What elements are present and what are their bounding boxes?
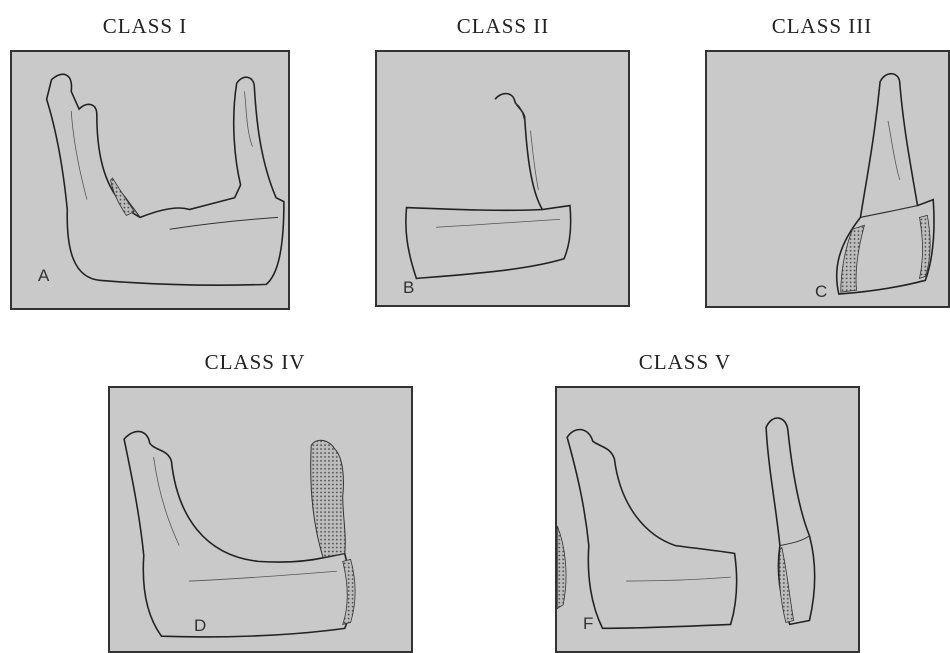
panel-letter-c: C [815, 282, 827, 302]
panel-letter-d: D [194, 616, 206, 636]
panel-letter-b: B [403, 278, 414, 298]
panel-title-class-v: CLASS V [639, 350, 731, 375]
mandible-illustration-class-iii [707, 52, 948, 306]
panel-class-iii: C [705, 50, 950, 308]
panel-title-class-i: CLASS I [103, 14, 188, 39]
panel-class-iv: D [108, 386, 413, 653]
mandible-illustration-class-ii [377, 52, 628, 305]
panel-title-class-iv: CLASS IV [205, 350, 306, 375]
panel-letter-a: A [38, 266, 49, 286]
panel-class-i: A [10, 50, 290, 310]
mandible-illustration-class-i [12, 52, 288, 308]
mandible-illustration-class-iv [110, 388, 411, 651]
panel-class-v: F [555, 386, 860, 653]
panel-title-class-ii: CLASS II [457, 14, 550, 39]
mandible-illustration-class-v [557, 388, 858, 651]
panel-letter-f: F [583, 614, 593, 634]
panel-title-class-iii: CLASS III [772, 14, 873, 39]
panel-class-ii: B [375, 50, 630, 307]
